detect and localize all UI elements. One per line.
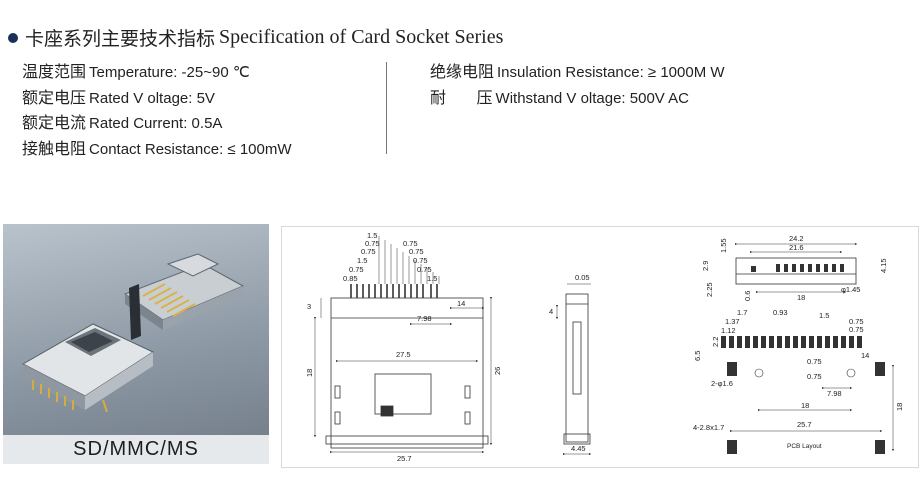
dim-label: 0.75 [349, 265, 364, 274]
dim-label: 7.98 [417, 314, 432, 323]
bullet-dot-icon [8, 32, 18, 43]
dim-label: 18 [801, 401, 809, 410]
spec-value-en: Contact Resistance: ≤ 100mW [89, 140, 292, 158]
dim-label: 0.75 [365, 239, 380, 248]
dim-label: 4-2.8x1.7 [693, 423, 724, 432]
top-view-labels: 24.2 21.6 2.9 1.55 4.15 2.25 0.6 18 φ1.4… [701, 234, 888, 302]
dim-label: 1.7 [737, 308, 747, 317]
dim-label: 0.93 [773, 308, 788, 317]
technical-drawing: 1.5 0.75 0.75 0.75 0.75 1.5 0.75 0.75 0.… [305, 231, 904, 463]
dim-label: 1.12 [721, 326, 736, 335]
dim-label: 25.7 [797, 420, 812, 429]
dim-label: 4 [549, 307, 553, 316]
dim-label: 4.15 [879, 258, 888, 273]
dim-label: 14 [861, 351, 869, 360]
spec-label-cn: 额定电压 [22, 87, 87, 107]
dim-label: 1.5 [367, 231, 377, 240]
card-socket-illustration [21, 253, 245, 413]
spec-value-en: Insulation Resistance: ≥ 1000M W [497, 64, 725, 81]
dim-label: 0.6 [743, 291, 752, 301]
dim-label: φ1.45 [841, 285, 860, 294]
column-divider [386, 62, 387, 154]
dim-label: 0.75 [807, 372, 822, 381]
dim-label: 18 [895, 403, 904, 411]
dim-label: 2-φ1.6 [711, 379, 733, 388]
title-chinese: 卡座系列主要技术指标 [25, 28, 216, 50]
dim-label: 1.55 [719, 238, 728, 253]
dim-label: 6.5 [693, 351, 702, 361]
spec-value-en: Withstand V oltage: 500V AC [495, 89, 689, 107]
dim-label: 0.75 [413, 256, 428, 265]
dim-label: 4.45 [571, 444, 586, 453]
dim-label: 1.5 [427, 274, 437, 283]
dim-label: 25.7 [397, 454, 412, 463]
dim-label: 0.75 [361, 247, 376, 256]
dim-label: 0.75 [849, 325, 864, 334]
dim-label: 26 [493, 367, 502, 375]
dim-label: 0.05 [575, 273, 590, 282]
dim-label: 2.25 [705, 282, 714, 297]
pcb-layout-label: PCB Layout [787, 443, 822, 450]
spec-label-cn: 接触电阻 [22, 138, 87, 158]
closed-socket-illustration [21, 323, 155, 413]
dim-label: 27.5 [396, 350, 411, 359]
dim-label: 2.9 [701, 261, 710, 271]
dim-label: 0.85 [343, 274, 358, 283]
technical-drawing-frame [281, 226, 919, 468]
spec-value-en: Rated V oltage: 5V [89, 89, 215, 107]
dim-label: 0.75 [417, 265, 432, 274]
open-socket-illustration [123, 253, 245, 340]
dim-label: 21.6 [789, 243, 804, 252]
pcb-layout-labels: 1.7 0.93 1.37 1.12 2.2 6.5 1.5 0.75 0.75… [693, 308, 904, 450]
spec-value-en: Rated Current: 0.5A [89, 115, 223, 132]
page-title: 卡座系列主要技术指标 Specification of Card Socket … [8, 24, 503, 51]
dim-label: 3 [307, 302, 311, 311]
dim-label: 18 [305, 369, 314, 377]
dim-label: 18 [797, 293, 805, 302]
front-view-labels: 1.5 0.75 0.75 0.75 0.75 1.5 0.75 0.75 0.… [305, 231, 502, 463]
dim-label: 7.98 [827, 389, 842, 398]
photo-caption: SD/MMC/MS [3, 435, 269, 464]
product-photo: SD/MMC/MS [3, 224, 269, 464]
dim-label: 24.2 [789, 234, 804, 243]
dim-label: 1.37 [725, 317, 740, 326]
top-view [734, 242, 858, 294]
spec-label-cn: 耐 压 [430, 87, 493, 107]
title-english: Specification of Card Socket Series [219, 26, 504, 48]
dim-label: 0.75 [403, 239, 418, 248]
dim-label: 0.75 [807, 357, 822, 366]
spec-label-cn: 温度范围 [22, 62, 87, 81]
dim-label: 0.75 [409, 247, 424, 256]
dim-label: 1.5 [819, 311, 829, 320]
front-view [313, 236, 493, 454]
dim-label: 2.2 [711, 337, 720, 347]
spec-label-cn: 额定电流 [22, 113, 87, 132]
side-view-labels: 0.05 4 4.45 [549, 273, 590, 453]
dim-label: 0.75 [849, 317, 864, 326]
spec-label-cn: 绝缘电阻 [430, 62, 495, 81]
dim-label: 1.5 [357, 256, 367, 265]
dim-label: 14 [457, 299, 465, 308]
pcb-layout [721, 336, 895, 454]
side-view [555, 283, 592, 456]
spec-value-en: Temperature: -25~90 ℃ [89, 64, 250, 81]
